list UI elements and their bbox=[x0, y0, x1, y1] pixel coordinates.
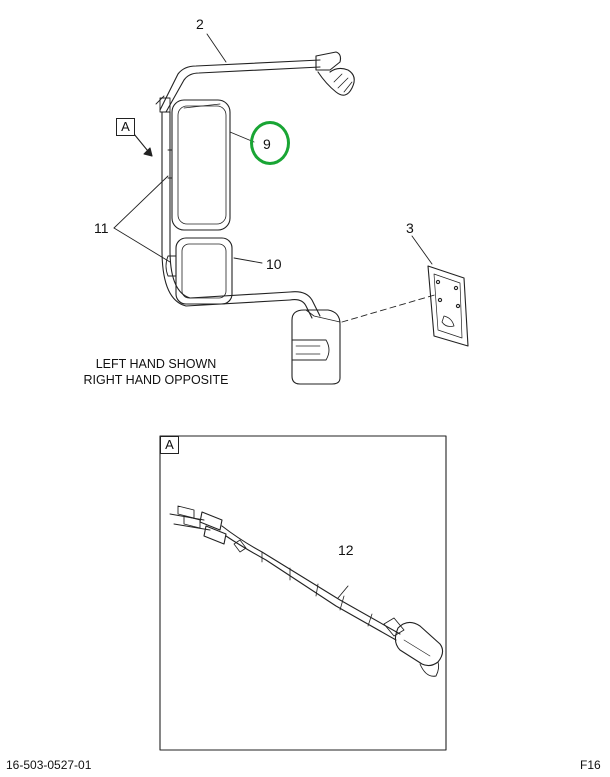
callout-12: 12 bbox=[338, 542, 354, 558]
mirror-base-housing bbox=[291, 309, 341, 385]
mounting-plate bbox=[427, 265, 469, 347]
detail-view-frame bbox=[159, 435, 447, 751]
orientation-note: LEFT HAND SHOWN RIGHT HAND OPPOSITE bbox=[80, 356, 232, 388]
callout-11: 11 bbox=[94, 220, 109, 236]
detail-view-flag-a: A bbox=[160, 436, 179, 454]
view-flag-a: A bbox=[116, 118, 135, 136]
callout-9: 9 bbox=[263, 136, 271, 152]
drawing-number: 16-503-0527-01 bbox=[6, 758, 92, 772]
upper-arm bbox=[159, 51, 355, 113]
callout-2: 2 bbox=[196, 16, 204, 32]
callout-10: 10 bbox=[266, 256, 282, 272]
figure-number: F16 bbox=[580, 758, 601, 772]
wiring-harness bbox=[169, 505, 444, 677]
callout-3: 3 bbox=[406, 220, 414, 236]
support-tube bbox=[155, 95, 321, 319]
main-mirror-glass bbox=[167, 99, 231, 231]
alignment-dashed-line bbox=[341, 293, 439, 323]
view-arrow bbox=[133, 133, 153, 157]
note-line-1: LEFT HAND SHOWN bbox=[95, 357, 217, 371]
note-line-2: RIGHT HAND OPPOSITE bbox=[83, 373, 229, 387]
convex-mirror-glass bbox=[165, 237, 233, 305]
highlight-ring bbox=[250, 121, 290, 165]
leader-lines bbox=[113, 33, 433, 265]
